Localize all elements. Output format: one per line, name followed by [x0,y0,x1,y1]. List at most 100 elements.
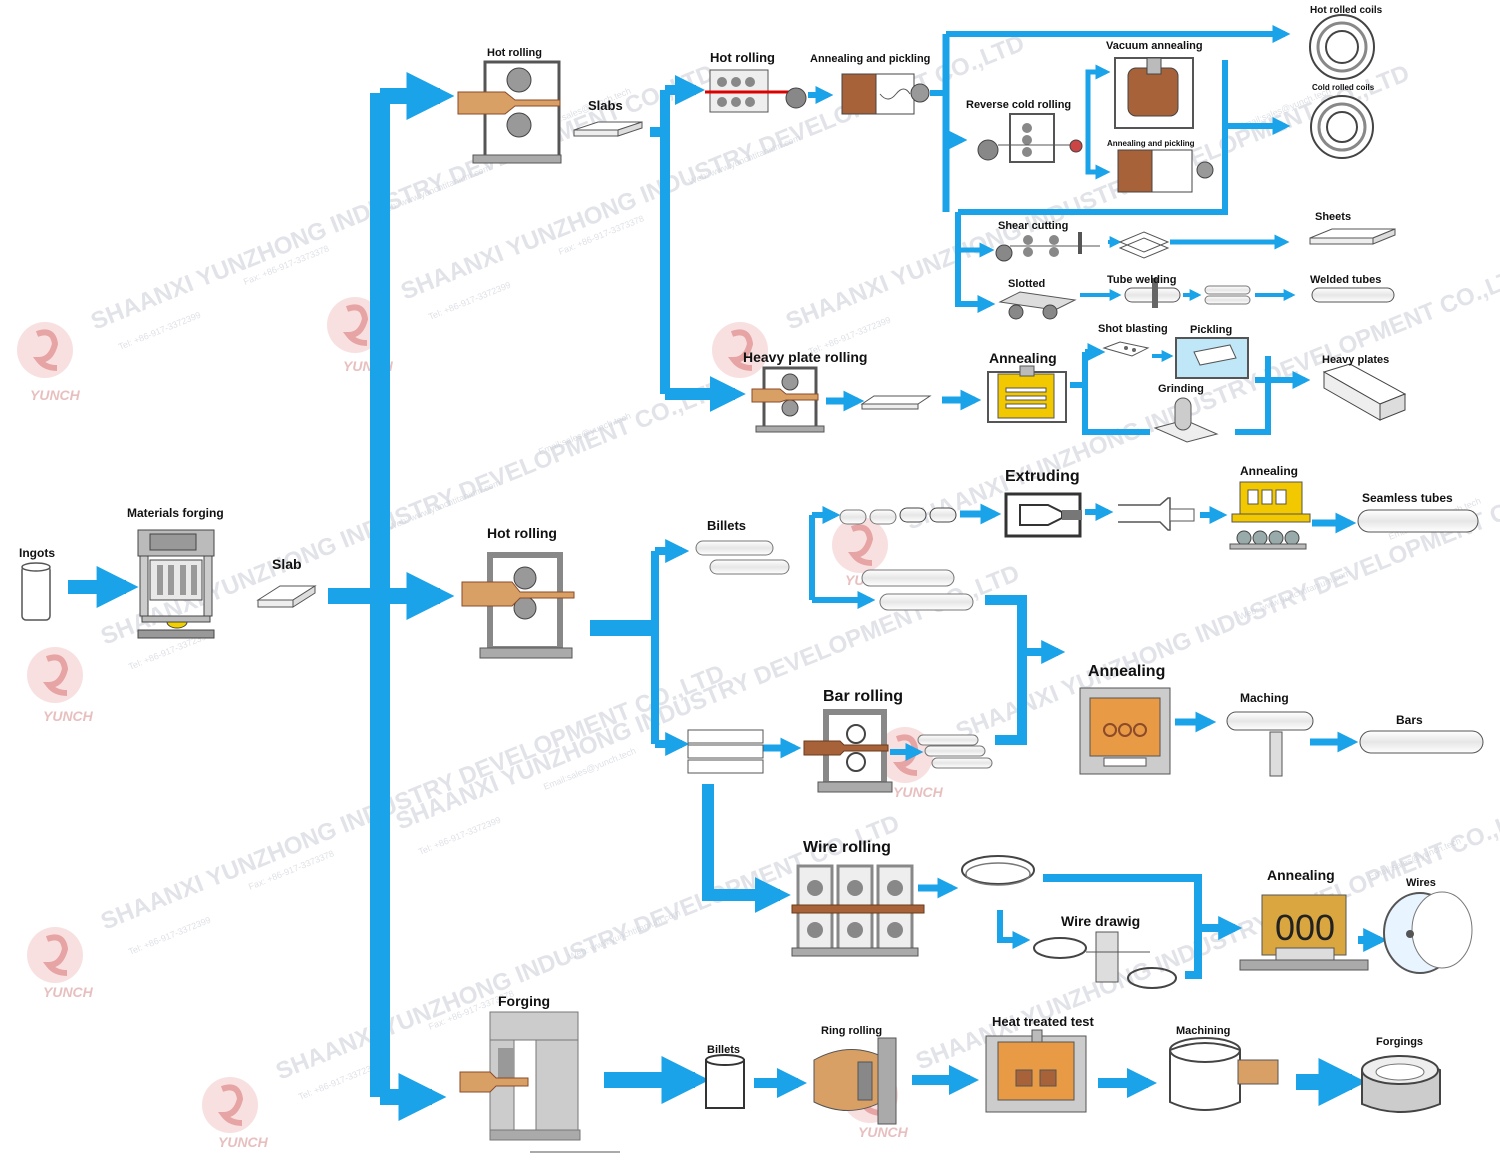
label-slab: Slab [272,556,302,572]
logo-text: YUNCH [43,708,94,724]
label-shear-cutting: Shear cutting [998,220,1068,232]
wire-spool-icon [1383,891,1473,974]
flow-arrows [68,25,1388,1121]
watermark-company: SHAANXI YUNZHONG INDUSTRY DEVELOPMENT CO… [97,660,728,936]
annealing-pickling-icon [841,73,930,115]
cold-rolled-coil-icon [1310,95,1374,159]
label-heat-treated-test: Heat treated test [992,1014,1095,1029]
reverse-cold-rolling-icon [977,113,1083,163]
label-welded-tubes: Welded tubes [1310,274,1381,286]
label-annealing: Annealing [1240,464,1298,478]
billets-icon [695,540,790,575]
heat-treat-furnace-icon [985,1029,1087,1113]
arrow [955,212,996,313]
label-extruding: Extruding [1005,468,1080,485]
label-annealing-pickling: Annealing and pickling [1107,139,1195,148]
logo-icon: YUNCH [27,647,94,724]
label-ring-rolling: Ring rolling [821,1025,882,1037]
label-wire-drawig: Wire drawig [1061,913,1140,929]
bar-rolling-mill-icon [803,709,893,793]
label-billets: Billets [707,518,746,533]
welded-tube-icon [1311,287,1395,303]
logo-text: YUNCH [43,984,94,1000]
forging-press-icon [137,529,215,639]
logo-text: YUNCH [893,784,944,800]
arrow [1085,64,1111,144]
heavy-plate-rolling-icon [751,366,825,433]
label-ingots: Ingots [19,546,55,560]
annealing-pickling-icon [1117,149,1214,193]
label-grinding: Grinding [1158,383,1204,395]
billet-icon [705,1054,745,1109]
logo-text: YUNCH [858,1124,909,1140]
extrusion-press-icon [1004,492,1082,538]
label-heavy-plates: Heavy plates [1322,354,1389,366]
label-hot-rolling: Hot rolling [710,50,775,65]
forged-ring-icon [1361,1055,1441,1113]
label-hot-rolling: Hot rolling [487,47,542,59]
label-wires: Wires [1406,877,1436,889]
label-annealing-pickling: Annealing and pickling [810,53,930,65]
bars-icon [917,734,993,769]
billet-stack-icon [687,729,764,774]
hot-rolling-mill-icon [457,60,562,164]
label-vacuum-annealing: Vacuum annealing [1106,40,1203,52]
wire-drawing-icon [1033,931,1177,989]
label-slabs: Slabs [588,98,623,113]
logo-icon: YUNCH [17,322,81,403]
branch-line [985,595,1027,745]
annealing-furnace-icon [987,365,1067,423]
annealing-furnace-icon [1079,687,1171,775]
label-bars: Bars [1396,713,1423,727]
slotting-icon [998,291,1077,320]
logo-icon [712,322,768,378]
plate-icon [860,395,932,410]
extruded-tube-icon [1118,497,1195,531]
logo-text: YUNCH [218,1134,269,1150]
label-wire-rolling: Wire rolling [803,839,891,856]
arrow [1085,144,1111,180]
heavy-plate-icon [1322,363,1407,421]
label-forging: Forging [498,993,550,1009]
label-cold-rolled-coils: Cold rolled coils [1312,83,1375,92]
label-annealing: Annealing [989,350,1057,366]
bar-icon [1359,730,1484,754]
sheet-stack-icon [1118,231,1170,259]
logo-icon: YUNCH [27,927,94,1000]
ring-machining-icon [1169,1037,1279,1111]
watermark-layer: SHAANXI YUNZHONG INDUSTRY DEVELOPMENT CO… [17,30,1500,1150]
machining-icon [1226,711,1314,777]
label-maching: Maching [1240,691,1289,705]
seamless-tube-icon [1357,509,1479,533]
annealing-furnace-icon: 000 [1239,894,1369,971]
wire-rolling-mill-icon [791,864,925,957]
slabs-icon [573,121,643,137]
label-heavy-plate-rolling: Heavy plate rolling [743,349,867,365]
grinding-icon [1153,397,1219,443]
label-forgings: Forgings [1376,1036,1423,1048]
label-pickling: Pickling [1190,324,1232,336]
tube-welding-icon [1124,278,1181,308]
hot-rolling-mill-icon [461,552,575,659]
logo-icon: YUNCH [202,1077,269,1150]
label-annealing: Annealing [1267,867,1335,883]
logo-text: YUNCH [30,387,81,403]
arrow [702,784,791,913]
branch-line [1082,352,1150,435]
billets-long-icon [861,569,974,611]
shear-cutting-icon [995,232,1100,262]
label-slotted: Slotted [1008,278,1045,290]
pickling-tank-icon [1175,337,1249,379]
wire-coil-icon [961,855,1035,886]
label-bar-rolling: Bar rolling [823,688,903,705]
forging-hammer-icon [459,1011,620,1153]
labels: Ingots Materials forging Slab Hot rollin… [19,5,1453,1056]
billets-short-icon [839,507,957,525]
ring-rolling-icon [813,1037,897,1125]
vacuum-annealing-icon [1114,57,1194,129]
label-sheets: Sheets [1315,211,1351,223]
label-annealing: Annealing [1088,663,1165,680]
label-materials-forging: Materials forging [127,506,224,520]
ingot-icon [21,562,51,621]
